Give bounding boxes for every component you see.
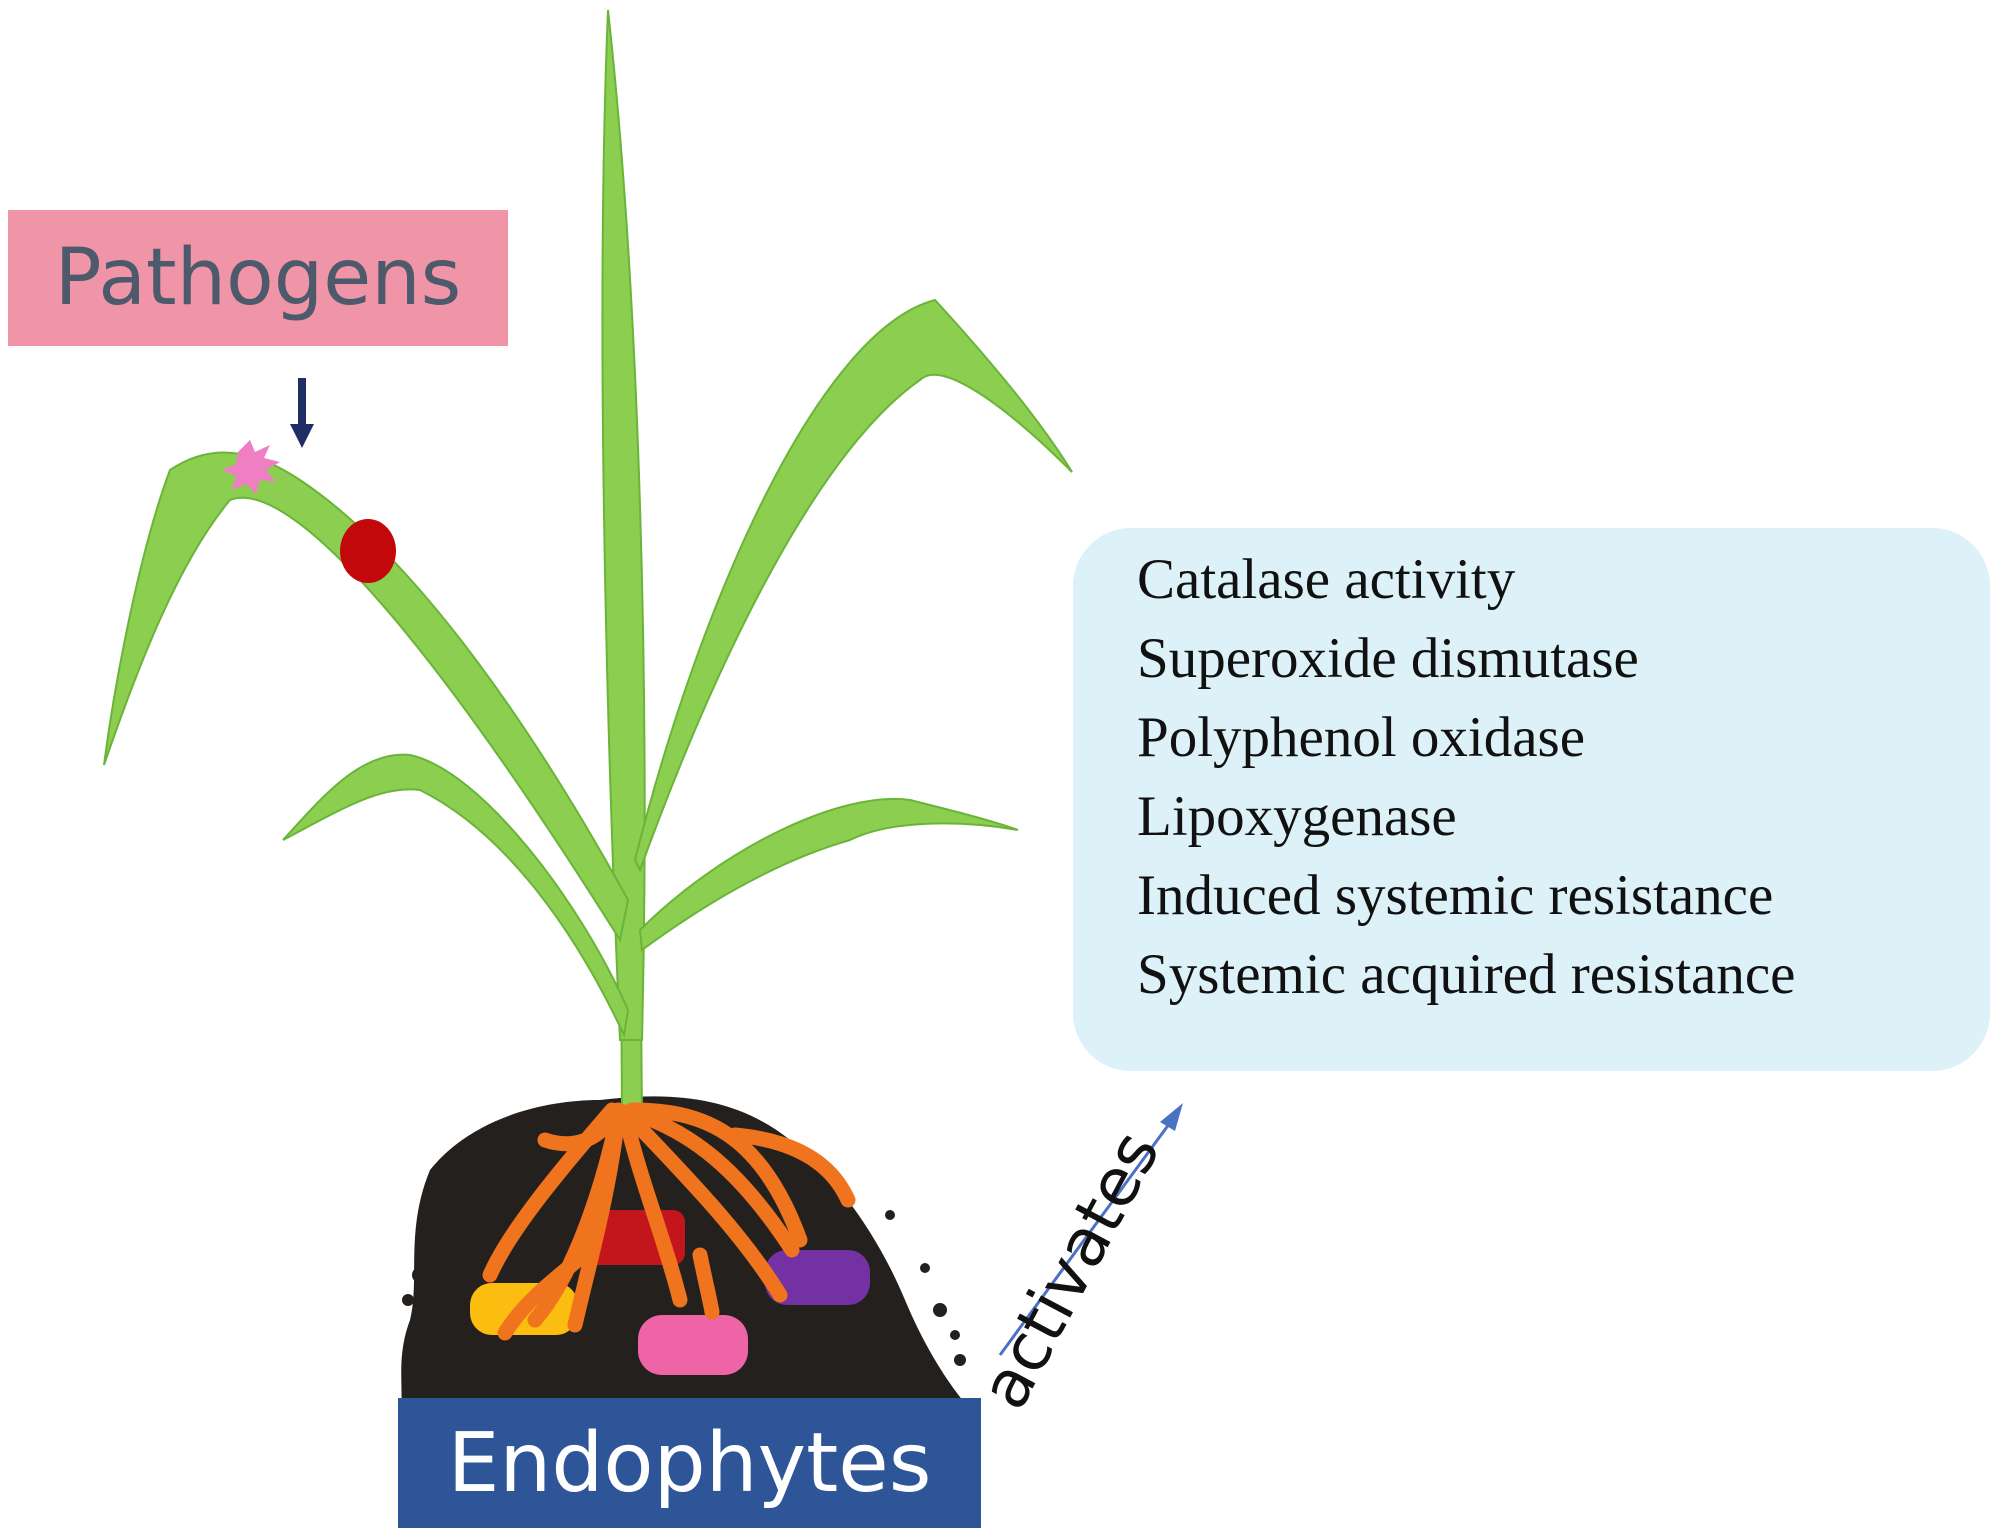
endophyte-purple	[765, 1250, 870, 1305]
pathogen-spore	[222, 440, 280, 494]
leaf-tall-center	[601, 9, 646, 1041]
plant-roots	[482, 1102, 856, 1341]
defense-responses-panel: Catalase activity Superoxide dismutase P…	[1073, 528, 1990, 1071]
list-item: Induced systemic resistance	[1137, 864, 1774, 927]
leaf-upper-right	[633, 298, 1073, 873]
list-item: Lipoxygenase	[1137, 785, 1457, 848]
list-item: Polyphenol oxidase	[1137, 706, 1586, 769]
list-item: Catalase activity	[1137, 548, 1516, 611]
activates-arrow	[998, 1103, 1183, 1356]
soil-mound	[400, 1096, 980, 1420]
defense-responses-list: Catalase activity Superoxide dismutase P…	[1137, 540, 1990, 1014]
pathogen-arrow	[290, 378, 314, 448]
leaf-lower-left	[282, 753, 630, 1039]
arrowhead-up-right-icon	[1160, 1103, 1183, 1131]
list-item: Systemic acquired resistance	[1137, 943, 1796, 1006]
leaf-lower-right	[638, 797, 1019, 952]
endophyte-pink	[638, 1315, 748, 1375]
arrowhead-down-icon	[290, 424, 314, 448]
endophytes-label: Endophytes	[398, 1398, 981, 1528]
pathogens-label: Pathogens	[8, 210, 508, 346]
plant-leaves	[103, 9, 1073, 1041]
list-item: Superoxide dismutase	[1137, 627, 1639, 690]
disease-lesion	[340, 519, 396, 583]
